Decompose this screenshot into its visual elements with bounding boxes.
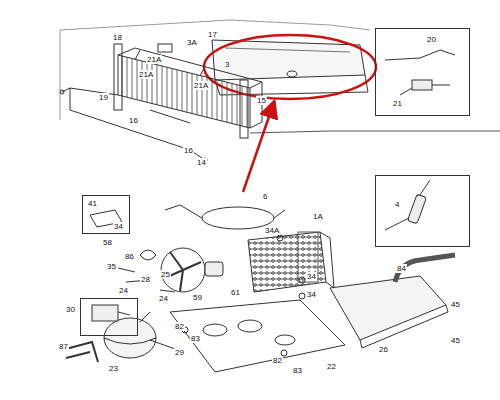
callout-number: 45 — [450, 336, 461, 345]
callout-number: 29 — [174, 348, 185, 357]
inset-box: 30 — [80, 298, 138, 336]
callout-number: 21A — [146, 55, 162, 64]
callout-number: 16 — [183, 146, 194, 155]
callout-number: 17 — [207, 30, 218, 39]
callout-number: 34A — [264, 226, 280, 235]
callout-number: 87 — [58, 342, 69, 351]
callout-number: 34 — [306, 290, 317, 299]
callout-number: 34 — [113, 222, 124, 231]
callout-number: 26 — [378, 345, 389, 354]
callout-number: 22 — [326, 362, 337, 371]
callout-number: 24 — [118, 286, 129, 295]
callout-number: 58 — [102, 238, 113, 247]
callout-number: 19 — [98, 93, 109, 102]
callout-number: 35 — [106, 262, 117, 271]
callout-number: 82 — [272, 356, 283, 365]
callout-number: 83 — [190, 334, 201, 343]
callout-number: 3A — [186, 38, 198, 47]
callout-number: 30 — [65, 305, 76, 314]
callout-number: 6 — [262, 192, 268, 201]
callout-number: 15 — [256, 96, 267, 105]
callout-number: 82 — [174, 322, 185, 331]
callout-number: 61 — [230, 288, 241, 297]
inset-box: 2021 — [375, 28, 470, 116]
callout-number: 84 — [396, 264, 407, 273]
callout-number: 34 — [306, 272, 317, 281]
callout-number: 21 — [392, 99, 403, 108]
callout-number: 86 — [124, 252, 135, 261]
callout-number: 20 — [426, 35, 437, 44]
callout-number: 59 — [192, 293, 203, 302]
callout-number: 4 — [394, 200, 400, 209]
callout-number: 83 — [292, 366, 303, 375]
callout-number: 21A — [193, 81, 209, 90]
callout-number: 45 — [450, 300, 461, 309]
callout-number: 14 — [196, 158, 207, 167]
inset-box: 41 34 — [82, 195, 130, 234]
callout-number: 25 — [160, 270, 171, 279]
callout-number: 28 — [140, 275, 151, 284]
callout-number: 41 — [87, 199, 98, 208]
callout-number: 18 — [112, 33, 123, 42]
callout-number: 21A — [138, 70, 154, 79]
callout-number: 24 — [158, 294, 169, 303]
callout-number: 3 — [224, 60, 230, 69]
callout-number: 1A — [312, 212, 324, 221]
callout-number: 16 — [128, 116, 139, 125]
callout-number: 23 — [108, 364, 119, 373]
inset-box: 4 — [375, 175, 470, 247]
